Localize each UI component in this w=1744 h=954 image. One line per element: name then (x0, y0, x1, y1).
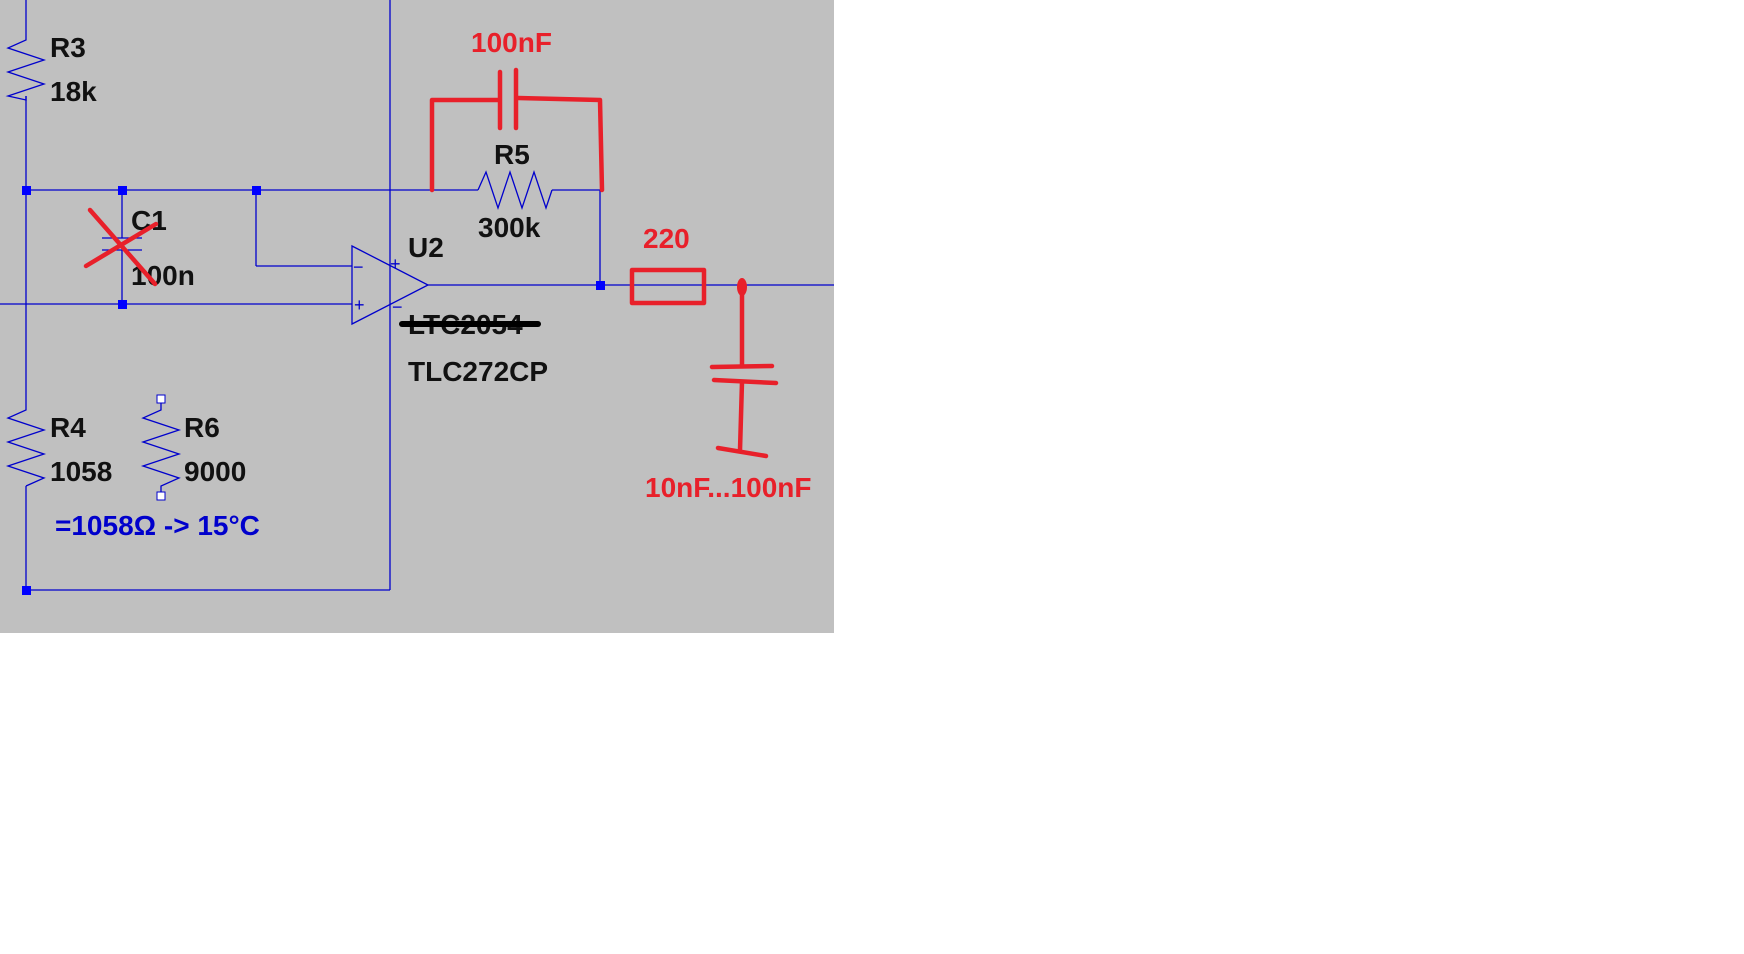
r5-value: 300k (478, 212, 541, 243)
r4-value: 1058 (50, 456, 112, 487)
u2-minus-supply-sign: − (392, 297, 403, 317)
opamp-plus-sign: + (354, 295, 365, 315)
c1-ref: C1 (131, 205, 167, 236)
series-resistor-annotation: 220 (629, 223, 707, 306)
output-cap-label: 10nF...100nF (645, 472, 812, 503)
opamp-u2: − + + − U2 LTC2054 TLC272CP (351, 232, 548, 387)
u2-new-part: TLC272CP (408, 356, 548, 387)
r4-ref: R4 (50, 412, 86, 443)
c1-value: 100n (131, 260, 195, 291)
schematic-background (0, 0, 834, 633)
c1-cross-out-mark-2 (83, 221, 159, 269)
junction-nodes (22, 186, 605, 595)
opamp-minus-sign: − (353, 257, 364, 277)
resistor-r5: R5 300k (477, 139, 553, 243)
r6-value: 9000 (184, 456, 246, 487)
r6-ref: R6 (184, 412, 220, 443)
r3-value: 18k (50, 76, 97, 107)
r3-ref: R3 (50, 32, 86, 63)
output-junction-dot (737, 278, 747, 296)
temperature-note: =1058Ω -> 15°C (55, 510, 260, 541)
capacitor-c1: C1 100n (83, 205, 195, 291)
feedback-cap-label: 100nF (471, 27, 552, 58)
c1-cross-out-mark (87, 207, 158, 287)
feedback-capacitor-annotation: 100nF (429, 27, 605, 193)
resistor-r3: R3 18k (5, 32, 97, 107)
u2-plus-supply-sign: + (390, 254, 401, 274)
resistor-r4: R4 1058 (5, 406, 112, 487)
r5-ref: R5 (494, 139, 530, 170)
u2-ref: U2 (408, 232, 444, 263)
resistor-r6: R6 9000 (140, 394, 246, 501)
output-capacitor-annotation: 10nF...100nF (645, 278, 812, 503)
series-resistor-label: 220 (643, 223, 690, 254)
